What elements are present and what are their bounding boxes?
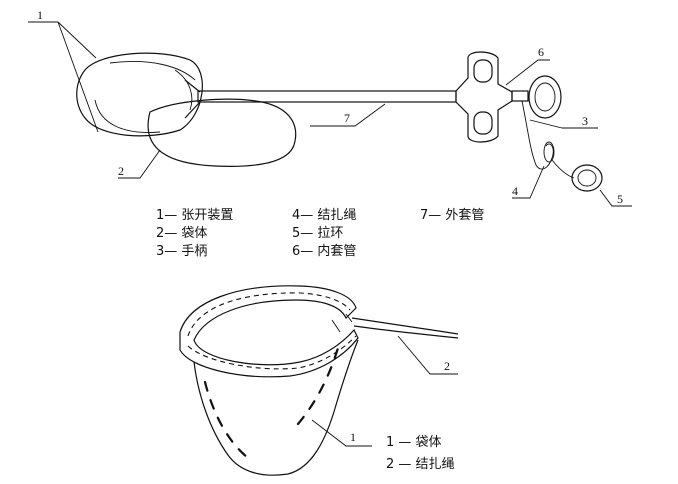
legend-item: 1— 张开装置 [156,208,234,223]
legend-item: 2— 袋体 [156,226,208,241]
legend-item: 6— 内套管 [292,244,357,259]
callout-d2-2: 2 [444,359,450,373]
outer-tube [197,90,457,103]
retrieval-device-diagram: 1 2 3 4 5 6 7 [28,8,632,207]
callout-5: 5 [617,192,623,206]
legend-diagram-2: 1 — 袋体 2 — 结扎绳 [386,432,455,476]
callout-4: 4 [512,184,518,198]
legend-col-2: 4— 结扎绳 5— 拉环 6— 内套管 [292,207,356,261]
bag-body [147,98,297,167]
legend-item: 4— 结扎绳 [292,208,357,223]
callout-3: 3 [582,114,588,128]
callout-2: 2 [118,164,124,178]
legend-item: 5— 拉环 [292,226,344,241]
bag-body-diagram: 1 2 [179,285,459,476]
bag-rim [179,285,359,378]
legend-col-1: 1— 张开装置 2— 袋体 3— 手柄 [156,207,233,261]
legend-item: 3— 手柄 [156,244,208,259]
handle-ring [528,75,562,119]
opening-device [76,52,203,137]
legend-col-3: 7— 外套管 [420,207,484,225]
pull-ring [571,164,603,192]
legend-item: 7— 外套管 [420,208,485,223]
legend-item: 1 — 袋体 [386,435,442,450]
inner-tube-grip [455,51,513,143]
bag-cone [193,339,359,476]
callout-7: 7 [344,111,350,125]
callout-d2-1: 1 [350,430,356,444]
callout-1: 1 [37,8,43,22]
tie-cord [521,100,554,170]
callout-6: 6 [538,45,544,59]
bag-cord [351,317,459,335]
legend-item: 2 — 结扎绳 [386,457,455,472]
